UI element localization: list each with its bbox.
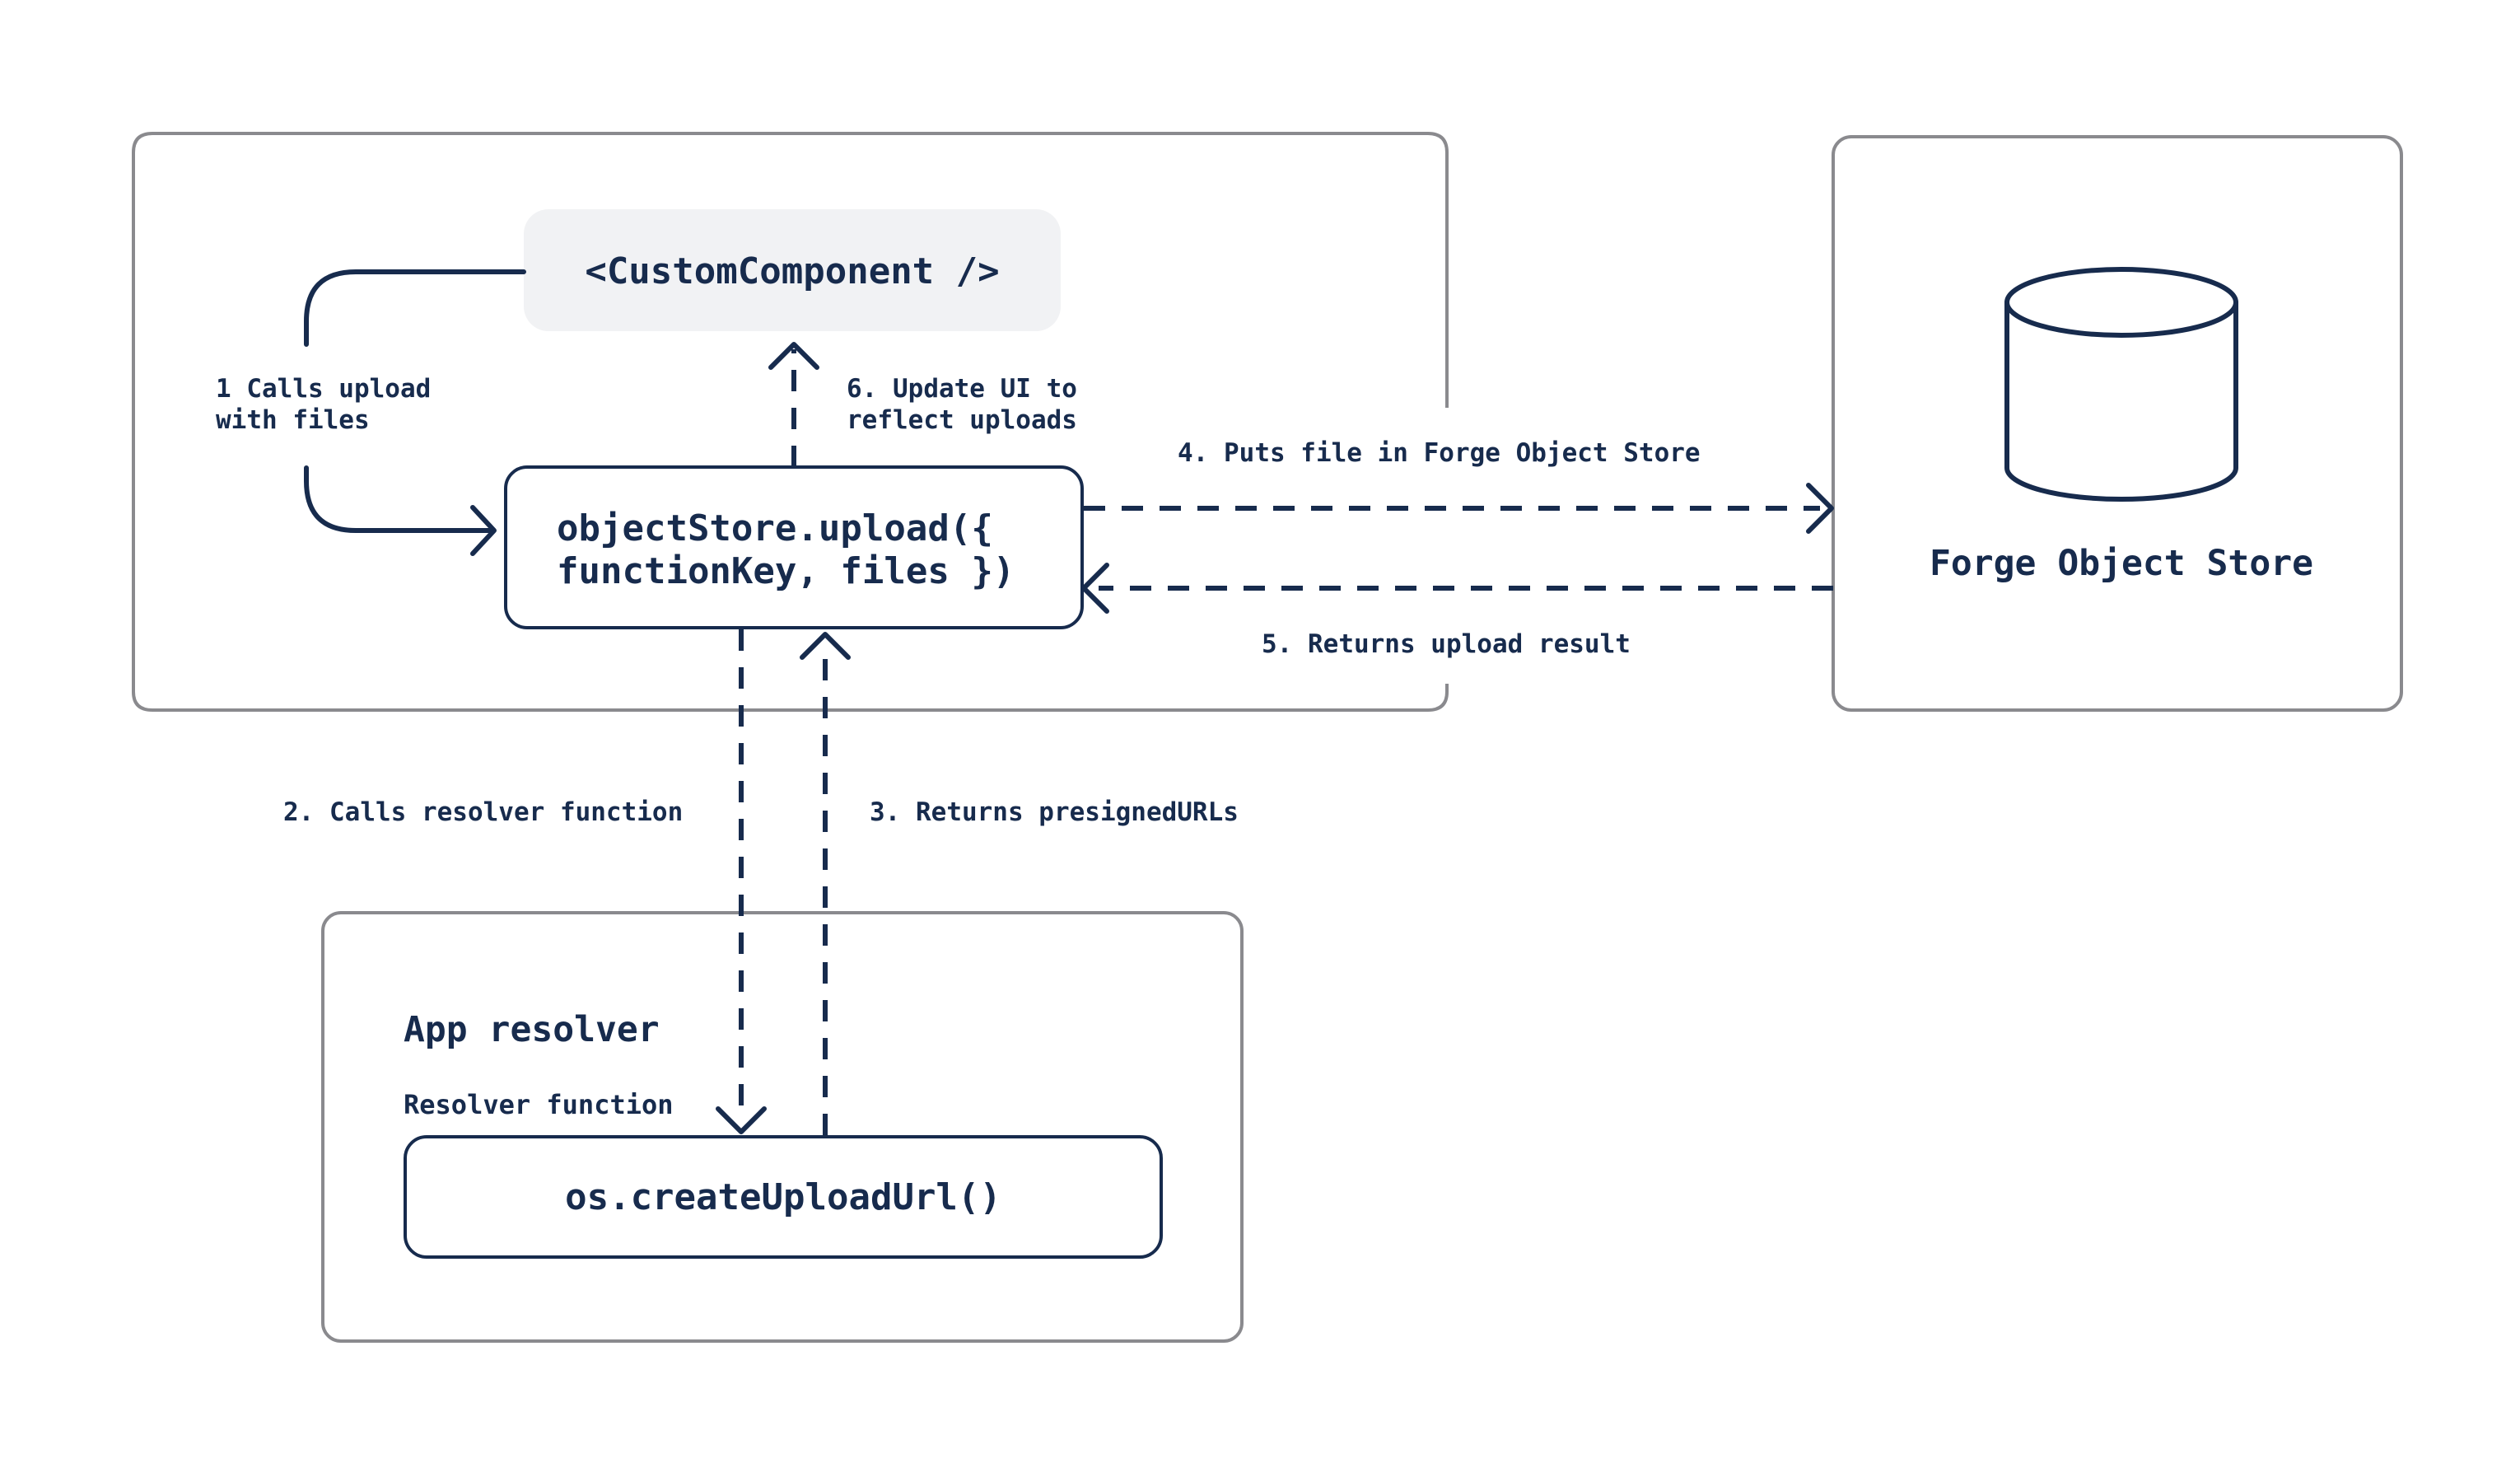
step6-label-line2: reflect uploads	[847, 405, 1077, 435]
custom-component-label: <CustomComponent />	[585, 250, 999, 292]
step4-arrow	[1084, 483, 1834, 534]
step2-arrow	[716, 629, 767, 1134]
upload-call-line1: objectStore.upload({	[557, 507, 993, 549]
frontend-frame	[132, 132, 1449, 712]
step1-label-line2: with files	[216, 405, 370, 435]
app-resolver-title: App resolver	[404, 1009, 660, 1050]
step6-label-line1: 6. Update UI to	[847, 374, 1077, 404]
step3-arrow	[800, 632, 851, 1135]
app-resolver-frame	[321, 911, 1244, 1343]
step4-label: 4. Puts file in Forge Object Store	[1178, 438, 1701, 468]
create-upload-url-box	[404, 1135, 1163, 1259]
upload-call-line2: functionKey, files })	[557, 550, 1015, 592]
database-icon	[2004, 267, 2238, 502]
step5-arrow	[1081, 563, 1833, 614]
object-store-frame	[1832, 135, 2403, 712]
resolver-function-label: Resolver function	[404, 1089, 674, 1120]
custom-component-box	[524, 209, 1061, 331]
step6-arrow	[768, 342, 819, 467]
step1-label-line1: 1 Calls upload	[216, 374, 431, 404]
step2-label: 2. Calls resolver function	[283, 797, 683, 827]
step1-arrow	[304, 269, 526, 556]
create-upload-url-label: os.createUploadUrl()	[565, 1176, 1001, 1218]
object-store-title: Forge Object Store	[1930, 543, 2313, 584]
step5-label: 5. Returns upload result	[1262, 629, 1631, 659]
step3-label: 3. Returns presignedURLs	[870, 797, 1239, 827]
